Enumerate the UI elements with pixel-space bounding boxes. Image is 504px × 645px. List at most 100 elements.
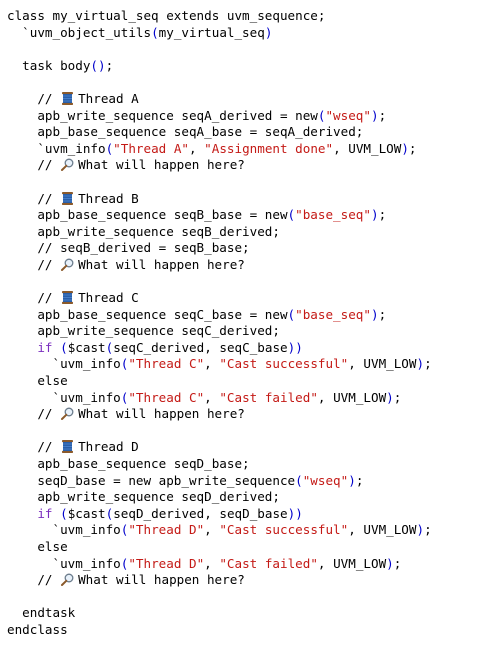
string-token: "Thread D" bbox=[128, 555, 205, 571]
code-line: `uvm_info("Thread C", "Cast successful",… bbox=[7, 356, 432, 373]
code-token: ; bbox=[378, 207, 387, 223]
spool-of-thread-icon bbox=[60, 191, 75, 205]
code-token: apb_base_sequence seqD_base; bbox=[7, 456, 250, 472]
string-token: "Thread C" bbox=[128, 356, 205, 372]
code-token: , UVM_LOW bbox=[348, 522, 417, 538]
code-line bbox=[7, 74, 432, 91]
code-line: if ($cast(seqC_derived, seqC_base)) bbox=[7, 340, 432, 357]
paren-token: ) bbox=[416, 522, 425, 538]
code-token: seqC_derived, seqC_base bbox=[113, 339, 288, 355]
paren-token: ) bbox=[348, 472, 356, 488]
code-line bbox=[7, 274, 432, 291]
paren-token: ( bbox=[287, 207, 296, 223]
code-line: apb_write_sequence seqB_derived; bbox=[7, 224, 432, 241]
code-token: else bbox=[7, 373, 68, 389]
code-token: What will happen here? bbox=[78, 157, 245, 173]
code-line: apb_write_sequence seqC_derived; bbox=[7, 323, 432, 340]
paren-token: ( bbox=[60, 505, 68, 521]
code-token: apb_write_sequence seqA_derived = new bbox=[7, 107, 318, 123]
paren-token: ) bbox=[386, 555, 394, 571]
paren-token: ( bbox=[120, 389, 129, 405]
string-token: "Thread D" bbox=[128, 522, 205, 538]
string-token: "Thread C" bbox=[128, 389, 205, 405]
code-line: // What will happen here? bbox=[7, 406, 432, 423]
string-token: "wseq" bbox=[325, 107, 371, 123]
code-line bbox=[7, 174, 432, 191]
paren-token: ( bbox=[295, 472, 303, 488]
code-line bbox=[7, 589, 432, 606]
paren-token: ( bbox=[287, 306, 296, 322]
code-token: ; bbox=[424, 356, 432, 372]
code-line: task body(); bbox=[7, 58, 432, 75]
paren-token: ( bbox=[120, 555, 129, 571]
code-line: // Thread B bbox=[7, 191, 432, 208]
paren-token: ( bbox=[60, 339, 68, 355]
paren-token: ( bbox=[105, 505, 114, 521]
string-token: "Cast successful" bbox=[219, 522, 349, 538]
code-line: // What will happen here? bbox=[7, 157, 432, 174]
string-token: "base_seq" bbox=[295, 207, 371, 223]
code-token: // bbox=[7, 256, 61, 272]
code-line: else bbox=[7, 373, 432, 390]
spool-of-thread-icon bbox=[60, 291, 75, 305]
code-line: apb_base_sequence seqA_base = seqA_deriv… bbox=[7, 124, 432, 141]
code-token: , UVM_LOW bbox=[333, 140, 402, 156]
code-token: , bbox=[204, 522, 220, 538]
paren-token: )) bbox=[287, 505, 303, 521]
code-token: seqD_derived, seqD_base bbox=[113, 505, 288, 521]
code-token: Thread D bbox=[78, 439, 139, 455]
code-token: ; bbox=[378, 306, 387, 322]
spool-of-thread-icon bbox=[60, 440, 75, 454]
code-line: seqD_base = new apb_write_sequence("wseq… bbox=[7, 473, 432, 490]
code-token: `uvm_info bbox=[7, 140, 106, 156]
code-token: ; bbox=[393, 389, 402, 405]
code-line: apb_write_sequence seqA_derived = new("w… bbox=[7, 108, 432, 125]
paren-token: ( bbox=[120, 522, 129, 538]
code-token: , UVM_LOW bbox=[317, 389, 387, 405]
paren-token: ( bbox=[105, 140, 114, 156]
code-line: // seqB_derived = seqB_base; bbox=[7, 240, 432, 257]
keyword-token: if bbox=[37, 505, 53, 521]
code-line: apb_base_sequence seqD_base; bbox=[7, 456, 432, 473]
magnifying-glass-icon bbox=[60, 407, 75, 421]
paren-token: )) bbox=[287, 339, 303, 355]
magnifying-glass-icon bbox=[60, 258, 75, 271]
code-token: seqD_base = new apb_write_sequence bbox=[7, 472, 296, 488]
code-token: // bbox=[7, 572, 61, 588]
spool-of-thread-icon bbox=[60, 91, 75, 105]
paren-token: ) bbox=[386, 389, 394, 405]
code-token: Thread A bbox=[78, 90, 139, 106]
code-token: ; bbox=[378, 107, 387, 123]
code-line: `uvm_info("Thread C", "Cast failed", UVM… bbox=[7, 390, 432, 407]
paren-token: ( bbox=[105, 339, 114, 355]
code-token: ; bbox=[105, 57, 114, 73]
keyword-token: if bbox=[37, 339, 53, 355]
code-line: `uvm_object_utils(my_virtual_seq) bbox=[7, 25, 432, 42]
code-token: What will happen here? bbox=[78, 406, 245, 422]
code-line: `uvm_info("Thread A", "Assignment done",… bbox=[7, 141, 432, 158]
code-line: `uvm_info("Thread D", "Cast failed", UVM… bbox=[7, 556, 432, 573]
code-token bbox=[53, 506, 61, 521]
paren-token: ) bbox=[370, 107, 379, 123]
code-token: apb_write_sequence seqB_derived; bbox=[7, 223, 280, 239]
string-token: "Assignment done" bbox=[204, 140, 334, 156]
code-token: , bbox=[189, 140, 205, 156]
code-line: else bbox=[7, 539, 432, 556]
code-token: , bbox=[204, 555, 220, 571]
code-token: class my_virtual_seq extends uvm_sequenc… bbox=[7, 8, 326, 23]
code-line bbox=[7, 41, 432, 58]
string-token: "Cast successful" bbox=[219, 356, 349, 372]
code-token: Thread B bbox=[78, 190, 139, 206]
code-token: ; bbox=[424, 522, 432, 538]
code-token: else bbox=[7, 539, 68, 554]
code-line: `uvm_info("Thread D", "Cast successful",… bbox=[7, 522, 432, 539]
code-line: // What will happen here? bbox=[7, 257, 432, 274]
paren-token: ) bbox=[370, 306, 379, 322]
code-token: `uvm_info bbox=[7, 555, 121, 571]
code-line: class my_virtual_seq extends uvm_sequenc… bbox=[7, 8, 432, 25]
code-token: What will happen here? bbox=[78, 572, 245, 588]
code-token: `uvm_info bbox=[7, 389, 121, 405]
code-block: class my_virtual_seq extends uvm_sequenc… bbox=[7, 8, 432, 639]
code-line: // Thread A bbox=[7, 91, 432, 108]
paren-token: ( bbox=[317, 107, 326, 123]
